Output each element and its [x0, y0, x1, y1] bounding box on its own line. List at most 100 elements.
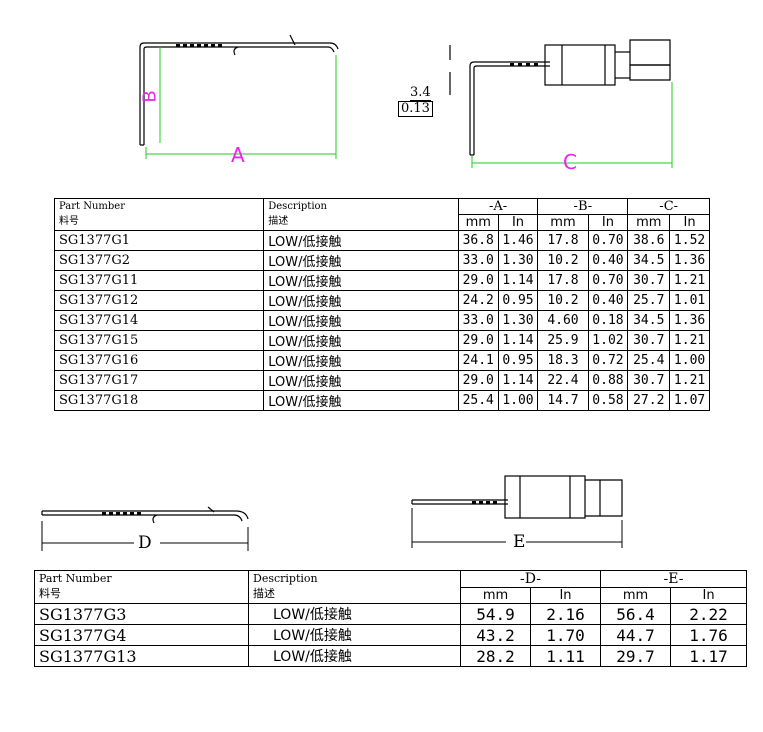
value-cell: 33.0 — [457, 250, 499, 271]
header-unit-mm: mm — [627, 214, 671, 231]
value-cell: 1.76 — [670, 624, 748, 646]
value-cell: 1.21 — [669, 370, 710, 391]
description-cell: LOW/低接触 — [263, 330, 459, 351]
dim-label-d: D — [138, 533, 152, 553]
value-cell: 17.8 — [537, 230, 589, 251]
part-number-cell: SG1377G11 — [53, 270, 265, 291]
value-cell: 1.46 — [497, 230, 539, 251]
part-number-cell: SG1377G13 — [34, 645, 249, 667]
header-unit-in: In — [587, 214, 629, 231]
part-number-cell: SG1377G1 — [53, 230, 265, 251]
value-cell: 2.22 — [670, 603, 748, 625]
value-cell: 1.01 — [669, 290, 710, 311]
header-group-b: -B- — [537, 198, 629, 215]
value-cell: 27.2 — [627, 390, 671, 411]
value-cell: 0.88 — [587, 370, 629, 391]
value-cell: 1.21 — [669, 330, 710, 351]
value-cell: 0.40 — [587, 250, 629, 271]
value-cell: 1.21 — [669, 270, 710, 291]
table-row: SG1377G15 LOW/低接触 29.0 1.14 25.9 1.02 30… — [53, 330, 710, 351]
value-cell: 24.2 — [457, 290, 499, 311]
value-cell: 33.0 — [457, 310, 499, 331]
value-cell: 29.0 — [457, 330, 499, 351]
dim-label-a: A — [231, 143, 245, 167]
header-unit-mm: mm — [457, 214, 499, 231]
description-cell: LOW/低接触 — [263, 390, 459, 411]
header-group-a: -A- — [457, 198, 539, 215]
table-row: SG1377G17 LOW/低接触 29.0 1.14 22.4 0.88 30… — [53, 370, 710, 391]
value-cell: 0.70 — [587, 270, 629, 291]
value-cell: 44.7 — [600, 624, 672, 646]
value-cell: 22.4 — [537, 370, 589, 391]
value-cell: 10.2 — [537, 290, 589, 311]
header-group-d: -D- — [459, 570, 602, 588]
part-number-cell: SG1377G14 — [53, 310, 265, 331]
value-cell: 43.2 — [460, 624, 531, 646]
description-cell: LOW/低接触 — [263, 270, 459, 291]
header-description: Description 描述 — [263, 198, 459, 231]
header-unit-mm: mm — [537, 214, 589, 231]
value-cell: 1.00 — [669, 350, 710, 371]
value-cell: 54.9 — [460, 603, 531, 625]
value-cell: 18.3 — [537, 350, 589, 371]
spec-table-abc: Part Number 料号 Description 描述 -A- -B- -C… — [53, 198, 710, 411]
header-part-number: Part Number 料号 — [53, 198, 265, 231]
value-cell: 0.40 — [587, 290, 629, 311]
value-cell: 1.30 — [497, 310, 539, 331]
header-unit-mm: mm — [600, 587, 672, 604]
value-cell: 0.95 — [497, 290, 539, 311]
header-unit-in: In — [529, 587, 602, 604]
description-cell: LOW/低接触 — [263, 250, 459, 271]
description-cell: LOW/低接触 — [248, 624, 461, 646]
header-unit-in: In — [669, 214, 710, 231]
value-cell: 0.72 — [587, 350, 629, 371]
value-cell: 17.8 — [537, 270, 589, 291]
table-row: SG1377G13 LOW/低接触 28.2 1.11 29.7 1.17 — [34, 645, 748, 667]
value-cell: 1.70 — [529, 624, 602, 646]
value-cell: 1.36 — [669, 310, 710, 331]
value-cell: 24.1 — [457, 350, 499, 371]
part-number-cell: SG1377G15 — [53, 330, 265, 351]
description-cell: LOW/低接触 — [263, 370, 459, 391]
value-cell: 1.30 — [497, 250, 539, 271]
value-cell: 25.4 — [627, 350, 671, 371]
header-group-e: -E- — [600, 570, 748, 588]
value-cell: 30.7 — [627, 370, 671, 391]
part-number-cell: SG1377G18 — [53, 390, 265, 411]
value-cell: 1.11 — [529, 645, 602, 667]
value-cell: 30.7 — [627, 270, 671, 291]
spec-table-de: Part Number 料号 Description 描述 -D- -E- mm… — [34, 570, 748, 667]
value-cell: 1.14 — [497, 330, 539, 351]
value-cell: 36.8 — [457, 230, 499, 251]
value-cell: 2.16 — [529, 603, 602, 625]
value-cell: 25.9 — [537, 330, 589, 351]
value-cell: 1.36 — [669, 250, 710, 271]
table-row: SG1377G16 LOW/低接触 24.1 0.95 18.3 0.72 25… — [53, 350, 710, 371]
table-row: SG1377G3 LOW/低接触 54.9 2.16 56.4 2.22 — [34, 603, 748, 625]
table-row: SG1377G12 LOW/低接触 24.2 0.95 10.2 0.40 25… — [53, 290, 710, 311]
value-cell: 1.00 — [497, 390, 539, 411]
table-row: SG1377G4 LOW/低接触 43.2 1.70 44.7 1.76 — [34, 624, 748, 646]
drawing-housing-view-c — [449, 39, 673, 168]
value-cell: 29.7 — [600, 645, 672, 667]
drawing-straight-view-d — [41, 506, 249, 551]
value-cell: 4.60 — [537, 310, 589, 331]
description-cell: LOW/低接触 — [263, 230, 459, 251]
value-cell: 34.5 — [627, 250, 671, 271]
value-cell: 0.18 — [587, 310, 629, 331]
description-cell: LOW/低接触 — [263, 310, 459, 331]
value-cell: 56.4 — [600, 603, 672, 625]
table-row: SG1377G18 LOW/低接触 25.4 1.00 14.7 0.58 27… — [53, 390, 710, 411]
header-unit-in: In — [670, 587, 748, 604]
part-number-cell: SG1377G3 — [34, 603, 249, 625]
offset-dim-in: 0.13 — [398, 101, 433, 117]
header-part-number: Part Number 料号 — [34, 570, 249, 604]
value-cell: 1.52 — [669, 230, 710, 251]
value-cell: 1.14 — [497, 270, 539, 291]
description-cell: LOW/低接触 — [248, 645, 461, 667]
part-number-cell: SG1377G12 — [53, 290, 265, 311]
offset-dim-mm: 3.4 — [410, 85, 431, 101]
value-cell: 29.0 — [457, 370, 499, 391]
part-number-cell: SG1377G4 — [34, 624, 249, 646]
value-cell: 10.2 — [537, 250, 589, 271]
